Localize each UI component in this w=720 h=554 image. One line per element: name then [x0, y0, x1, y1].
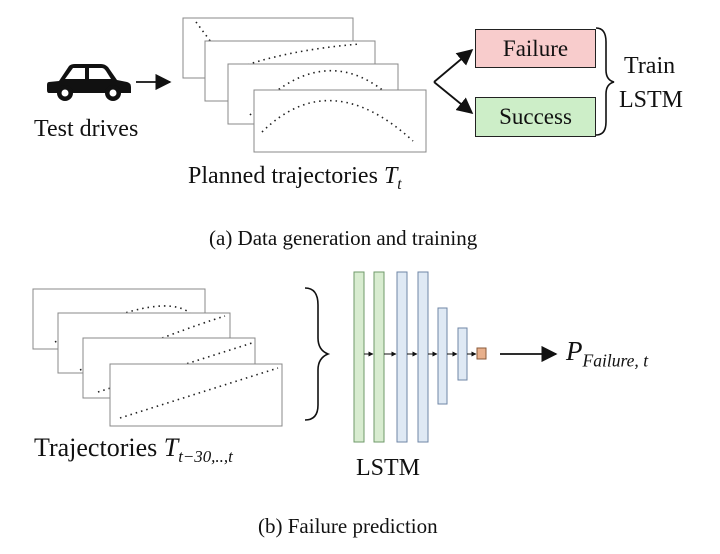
- success-label: Success: [499, 104, 572, 129]
- success-box: Success: [475, 97, 596, 137]
- curly-brace-icon: [595, 27, 615, 136]
- caption-b: (b) Failure prediction: [258, 514, 438, 538]
- success-arrow: [433, 81, 474, 115]
- planned-trajectory-plots: [182, 17, 427, 153]
- trajectory-curve: [231, 43, 361, 71]
- caption-a: (a) Data generation and training: [209, 226, 478, 250]
- trajectory-history-plots: [32, 288, 283, 427]
- lstm-layer: [457, 327, 468, 381]
- trajectory-plot: [253, 89, 427, 153]
- trajectories-symbol: Tt−30,..,t: [163, 433, 233, 467]
- planned-trajectories-label: Planned trajectories Tt: [188, 163, 402, 194]
- train-label: Train: [624, 53, 676, 79]
- trajectories-text: Trajectories: [34, 433, 158, 462]
- lstm-layer: [437, 307, 448, 405]
- failure-arrow: [433, 48, 474, 83]
- lstm-label: LSTM: [356, 455, 421, 481]
- lstm-layer: [417, 271, 429, 443]
- trajectory-curve: [119, 367, 279, 419]
- failure-label: Failure: [502, 35, 569, 61]
- curly-brace-icon: [304, 287, 331, 421]
- lstm-train-label: LSTM: [619, 87, 684, 113]
- failure-box: Failure: [475, 29, 596, 68]
- car-icon: [47, 64, 131, 101]
- failure-probability-label: PFailure, t: [566, 336, 649, 371]
- planned-trajectories-text: Planned trajectories: [188, 163, 378, 189]
- output-node: [476, 347, 487, 360]
- test-drives-label: Test drives: [34, 116, 139, 142]
- trajectory-plot: [109, 363, 283, 427]
- trajectories-label: Trajectories Tt−30,..,t: [34, 433, 233, 467]
- lstm-layer: [353, 271, 365, 443]
- lstm-layer: [396, 271, 408, 443]
- lstm-network: [353, 271, 487, 443]
- planned-trajectories-symbol: Tt: [383, 163, 402, 193]
- lstm-layer: [373, 271, 385, 443]
